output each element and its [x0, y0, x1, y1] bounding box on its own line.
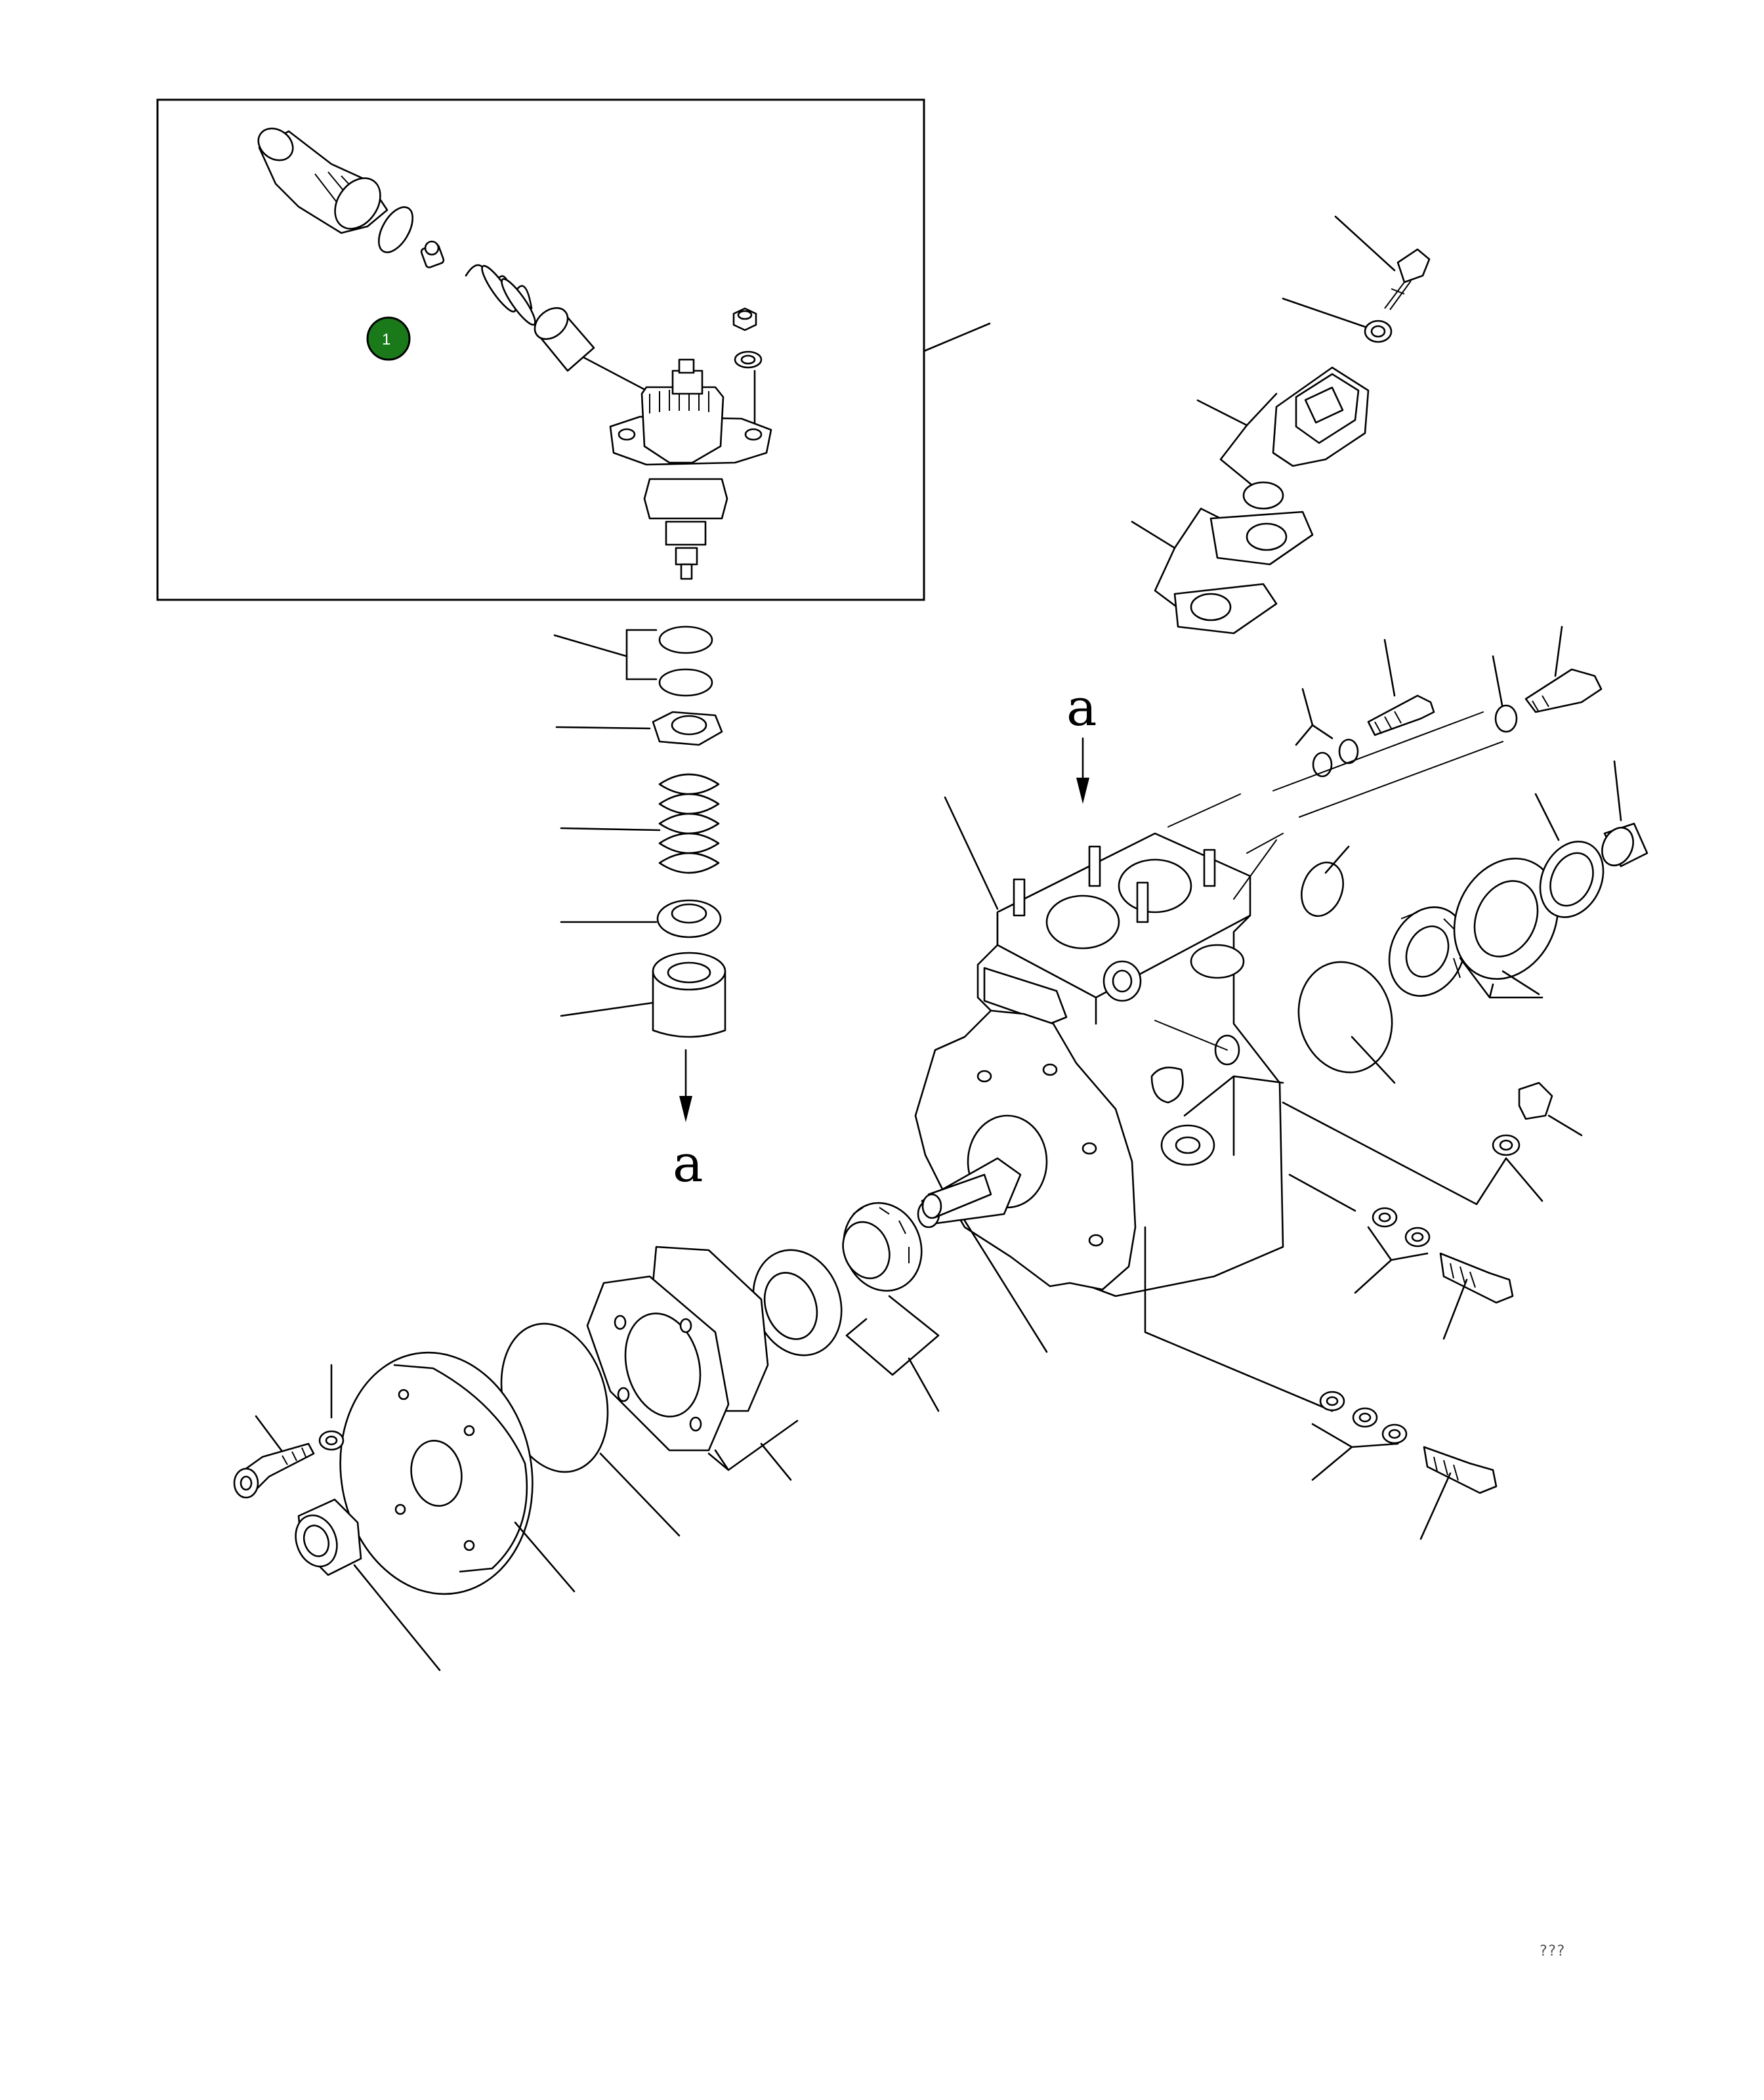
pump-element-assembly [583, 356, 772, 580]
delivery-valve-spring [465, 264, 536, 326]
seal-ring-right [1324, 845, 1350, 874]
washer-top [1282, 297, 1393, 343]
banjo-bolt-right [1282, 1082, 1583, 1212]
shim-right [1534, 793, 1605, 918]
valve-stem [420, 240, 445, 268]
drive-shaft [921, 1173, 1048, 1353]
o-ring-right [1301, 861, 1344, 917]
washers-lower-right [1144, 1226, 1498, 1540]
inset-frame [156, 98, 991, 601]
delivery-valve-holder [257, 127, 388, 234]
bolt-top [1334, 215, 1431, 310]
large-o-ring [1297, 961, 1396, 1084]
washers-mid-right [1354, 1207, 1514, 1340]
washer-left [318, 1364, 345, 1451]
sleeve [534, 307, 595, 372]
screw-set-upper [1295, 625, 1603, 778]
oil-seal-left [295, 1498, 441, 1671]
solenoid-valve [1196, 366, 1370, 510]
callout-1[interactable]: 1 [366, 316, 411, 361]
washer-small [734, 350, 763, 369]
view-marker-bottom: a [673, 1135, 704, 1194]
alignment-lines [1154, 711, 1503, 1051]
o-ring [377, 206, 414, 253]
nut-small [732, 307, 757, 331]
bearing-right [1388, 906, 1544, 999]
bolt-left [233, 1415, 315, 1499]
view-marker-top: a [1066, 679, 1097, 738]
bushing-right [1601, 760, 1648, 868]
bearing-cup-left [752, 1249, 843, 1356]
callout-1-label: 1 [382, 331, 390, 348]
flange-plate [586, 1246, 799, 1481]
gaskets-top [1131, 507, 1314, 635]
drawing-code: ??? [1539, 1943, 1565, 1960]
bearing-cup-right [1453, 857, 1559, 996]
view-arrow-top [1076, 737, 1089, 804]
taper-bearing [842, 1202, 940, 1412]
coupling-cover [339, 1351, 576, 1595]
tappet-stack [553, 625, 726, 1122]
